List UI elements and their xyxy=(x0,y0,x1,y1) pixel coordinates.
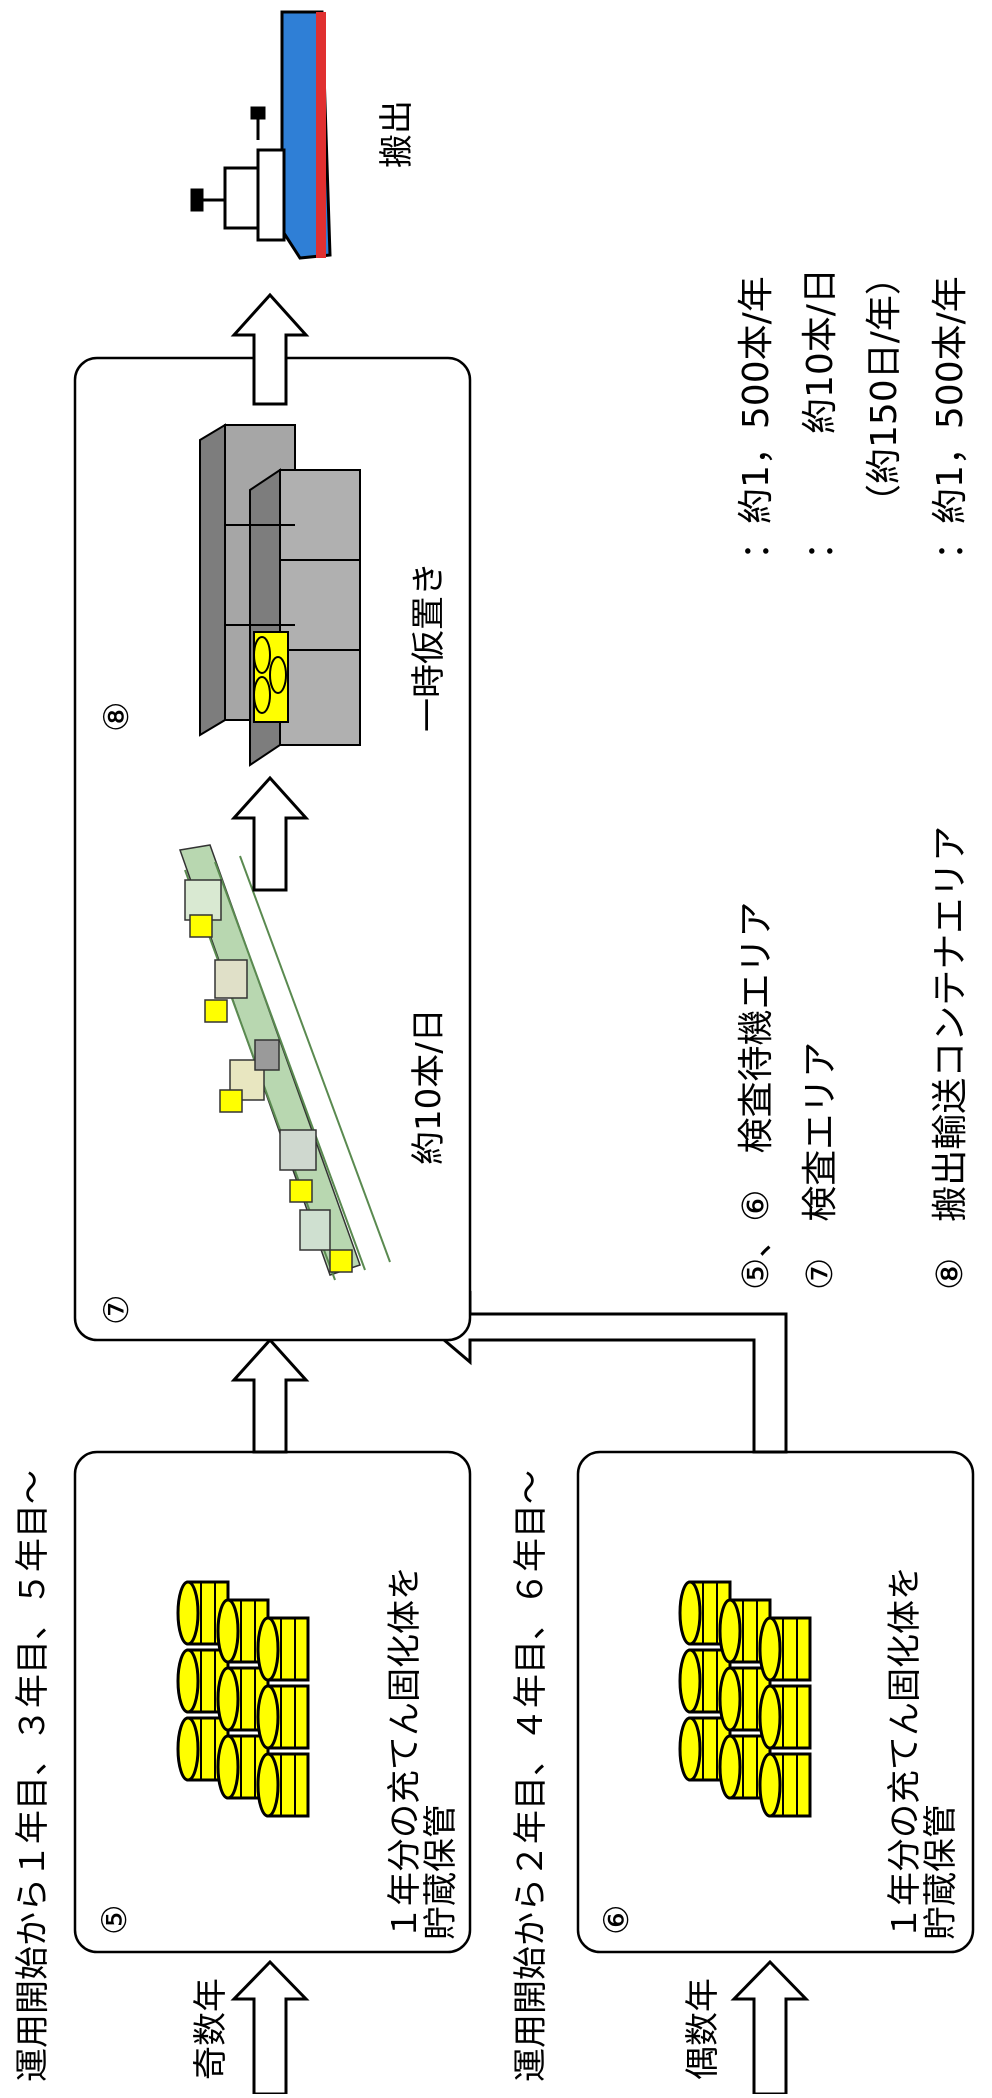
area7-marker: ⑦ xyxy=(97,1295,137,1325)
arrow-area5-to-area7 xyxy=(230,1337,310,1454)
heading-odd-years: 運用開始から１年目、３年目、５年目～ xyxy=(13,1470,53,2082)
legend: ⑤、⑥ 検査待機エリア ：約1，500本/年 ⑦ 検査エリア ： 約10本/日 … xyxy=(736,259,971,1290)
area8-label: 一時仮置き xyxy=(409,562,449,732)
arrow-into-area6 xyxy=(730,1959,810,2096)
container-stack xyxy=(199,423,361,767)
area6-label-line1: １年分の充てん固化体を xyxy=(885,1566,925,1940)
legend-row-4-value: ：約1，500本/年 xyxy=(930,276,971,560)
area6-drum-stack xyxy=(678,1580,812,1818)
arrow-area6-to-area7 xyxy=(427,1290,788,1454)
area5-marker: ⑤ xyxy=(95,1905,135,1935)
inspection-machine xyxy=(178,844,391,1281)
output-label: 搬出 xyxy=(377,100,417,168)
area5-label-line2: 貯蔵保管 xyxy=(421,1804,461,1940)
area5-drum-stack xyxy=(176,1580,310,1818)
area5-label-line1: １年分の充てん固化体を xyxy=(385,1566,425,1940)
area8-marker: ⑧ xyxy=(97,702,137,732)
odd-year-label: 奇数年 xyxy=(191,1978,231,2080)
legend-row-4-text: ⑧ 搬出輸送コンテナエリア xyxy=(930,826,971,1290)
area6-label-line2: 貯蔵保管 xyxy=(921,1804,961,1940)
arrow-area8-to-ship xyxy=(230,292,310,406)
arrow-area7-to-area8 xyxy=(230,775,310,892)
arrow-into-area5 xyxy=(230,1959,310,2096)
area6-marker: ⑥ xyxy=(597,1905,637,1935)
legend-row-1-text: ⑤、⑥ 検査待機エリア xyxy=(736,901,777,1290)
ship-icon xyxy=(190,10,332,260)
legend-row-2-text: ⑦ 検査エリア xyxy=(800,1042,841,1290)
legend-row-2-value: ： 約10本/日 xyxy=(800,268,841,560)
area7-rate: 約10本/日 xyxy=(409,1008,449,1165)
even-year-label: 偶数年 xyxy=(683,1978,723,2080)
legend-row-3-value: （約150日/年） xyxy=(864,259,905,520)
heading-even-years: 運用開始から２年目、４年目、６年目～ xyxy=(511,1470,551,2082)
legend-row-1-value: ：約1，500本/年 xyxy=(736,276,777,560)
